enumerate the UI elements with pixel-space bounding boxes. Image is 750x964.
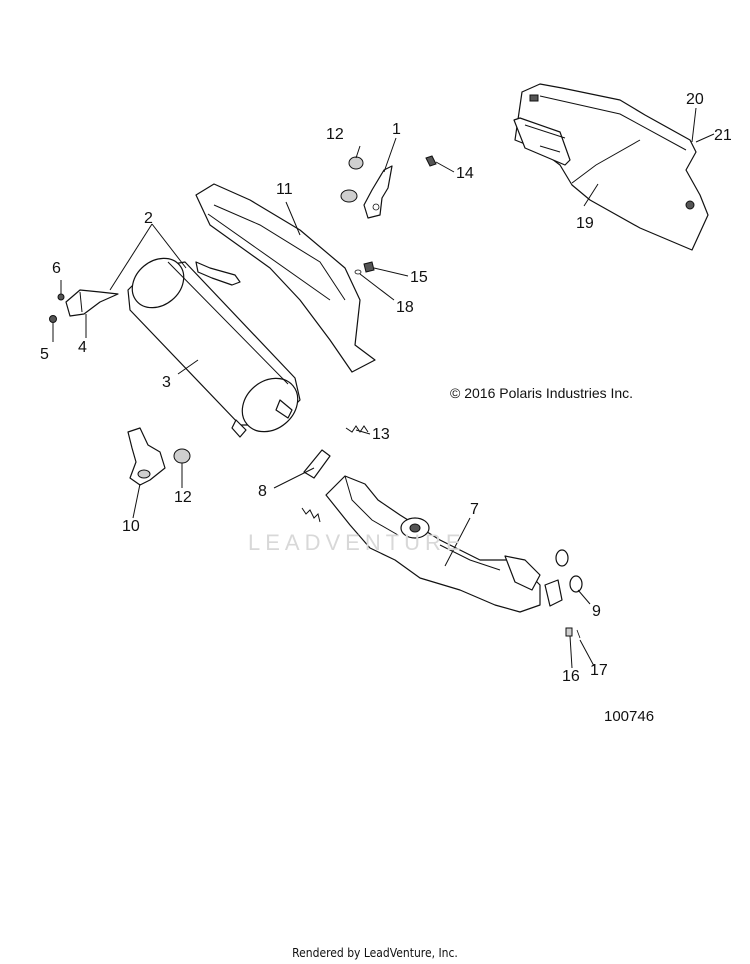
- callout-13: 13: [372, 426, 390, 443]
- callout-6: 6: [52, 260, 61, 277]
- watermark: LEADVENTURE: [248, 530, 466, 555]
- part-5-screw: [49, 315, 57, 323]
- part-12-grommet-lower: [173, 448, 191, 464]
- callout-9: 9: [592, 603, 601, 620]
- callout-2: 2: [144, 210, 153, 227]
- part-10-bracket: [127, 427, 166, 486]
- footer-credit: Rendered by LeadVenture, Inc.: [292, 946, 458, 960]
- part-7-header-pipe: [325, 475, 563, 613]
- part-3-muffler: [127, 257, 301, 438]
- part-16-nut: [565, 627, 573, 637]
- part-8-sleeve: [303, 449, 331, 479]
- part-4-tip-cap: [65, 289, 119, 317]
- callout-10: 10: [122, 518, 140, 535]
- part-17-washer: [576, 629, 581, 639]
- callout-5: 5: [40, 346, 49, 363]
- part-13-spring: [345, 425, 369, 433]
- figure-number: 100746: [604, 708, 655, 725]
- callout-8: 8: [258, 483, 267, 500]
- callout-11: 11: [276, 181, 293, 198]
- callout-21: 21: [714, 127, 732, 144]
- callout-12-lower: 12: [174, 489, 192, 506]
- part-18-washer: [354, 269, 362, 275]
- part-6-screw: [57, 293, 65, 301]
- callout-4: 4: [78, 339, 87, 356]
- leader-lines: [52, 107, 715, 669]
- callout-7: 7: [470, 501, 479, 518]
- callout-12-upper: 12: [326, 126, 344, 143]
- callout-20: 20: [686, 91, 704, 108]
- part-12-grommet-upper: [340, 156, 364, 203]
- lower-spring: [301, 507, 321, 523]
- callout-14: 14: [456, 165, 474, 182]
- part-11-heat-shield: [195, 183, 376, 373]
- callout-15: 15: [410, 269, 428, 286]
- part-1-bracket: [363, 165, 393, 219]
- callout-18: 18: [396, 299, 414, 316]
- callout-19: 19: [576, 215, 594, 232]
- callout-1: 1: [392, 121, 401, 138]
- callout-17: 17: [590, 662, 608, 679]
- callout-16: 16: [562, 668, 580, 685]
- part-15-bolt: [363, 261, 375, 273]
- part-9-gasket: [555, 549, 583, 593]
- callout-3: 3: [162, 374, 171, 391]
- part-19-heat-shield: [513, 83, 709, 251]
- part-14-bolt: [425, 155, 437, 167]
- copyright-notice: © 2016 Polaris Industries Inc.: [450, 385, 634, 401]
